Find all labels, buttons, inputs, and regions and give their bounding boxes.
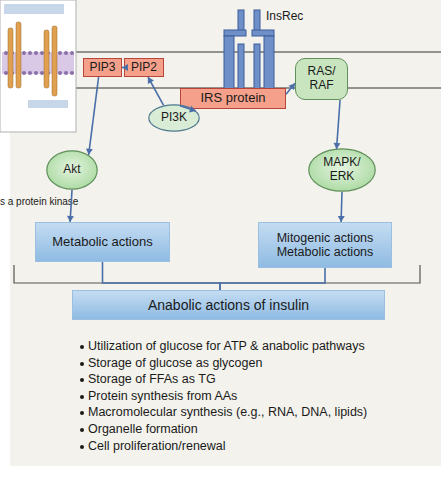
signal-arrow	[180, 106, 196, 113]
node-label: MAPK/ ERK	[319, 156, 365, 184]
annotation-text: s a protein kinase	[0, 196, 78, 207]
node-label: Akt	[63, 163, 80, 177]
bullet-item: Utilization of glucose for ATP & anaboli…	[88, 339, 365, 353]
node-label: PIP2	[131, 61, 157, 75]
signal-arrow	[103, 262, 221, 290]
process-box: RAS/ RAF	[295, 58, 348, 100]
process-box: Metabolic actions	[35, 222, 170, 262]
bullet-item: Protein synthesis from AAs	[88, 389, 237, 403]
node-label: RAS/ RAF	[304, 65, 340, 93]
signal-arrow	[338, 192, 345, 222]
bullet-item: Storage of FFAs as TG	[88, 372, 216, 386]
process-box: PIP2	[124, 58, 164, 77]
bullet-dot	[80, 395, 84, 399]
node-label: Mitogenic actions Metabolic actions	[266, 231, 384, 260]
process-box: Anabolic actions of insulin	[72, 290, 385, 320]
signal-arrow	[122, 64, 128, 71]
enzyme-oval: PI3K	[148, 104, 200, 132]
node-label: Anabolic actions of insulin	[148, 297, 309, 313]
node-label: PI3K	[161, 111, 187, 125]
process-box: Mitogenic actions Metabolic actions	[258, 222, 392, 268]
process-box: IRS protein	[180, 88, 286, 109]
node-label: Metabolic actions	[52, 235, 152, 250]
signal-arrow	[333, 100, 340, 149]
enzyme-oval: MAPK/ ERK	[308, 148, 376, 192]
signal-arrow	[148, 77, 164, 105]
bullet-item: Cell proliferation/renewal	[88, 439, 226, 453]
bullet-item: Organelle formation	[88, 422, 198, 436]
bullet-dot	[80, 428, 84, 432]
process-box: PIP3	[83, 58, 122, 77]
node-label: IRS protein	[200, 91, 265, 106]
inset-illustration	[0, 0, 76, 132]
bullet-item: Storage of glucose as glycogen	[88, 356, 262, 370]
bullet-item: Macromolecular synthesis (e.g., RNA, DNA…	[88, 405, 367, 419]
bullet-dot	[80, 362, 84, 366]
node-label: PIP3	[89, 61, 115, 75]
signal-arrow	[286, 83, 295, 94]
signal-arrow	[67, 190, 74, 222]
enzyme-oval: Akt	[46, 150, 98, 190]
bullet-dot	[80, 345, 84, 349]
bullet-dot	[80, 445, 84, 449]
signal-arrow	[220, 268, 325, 290]
signal-arrow	[86, 77, 99, 155]
node-label: InsRec	[266, 10, 303, 24]
